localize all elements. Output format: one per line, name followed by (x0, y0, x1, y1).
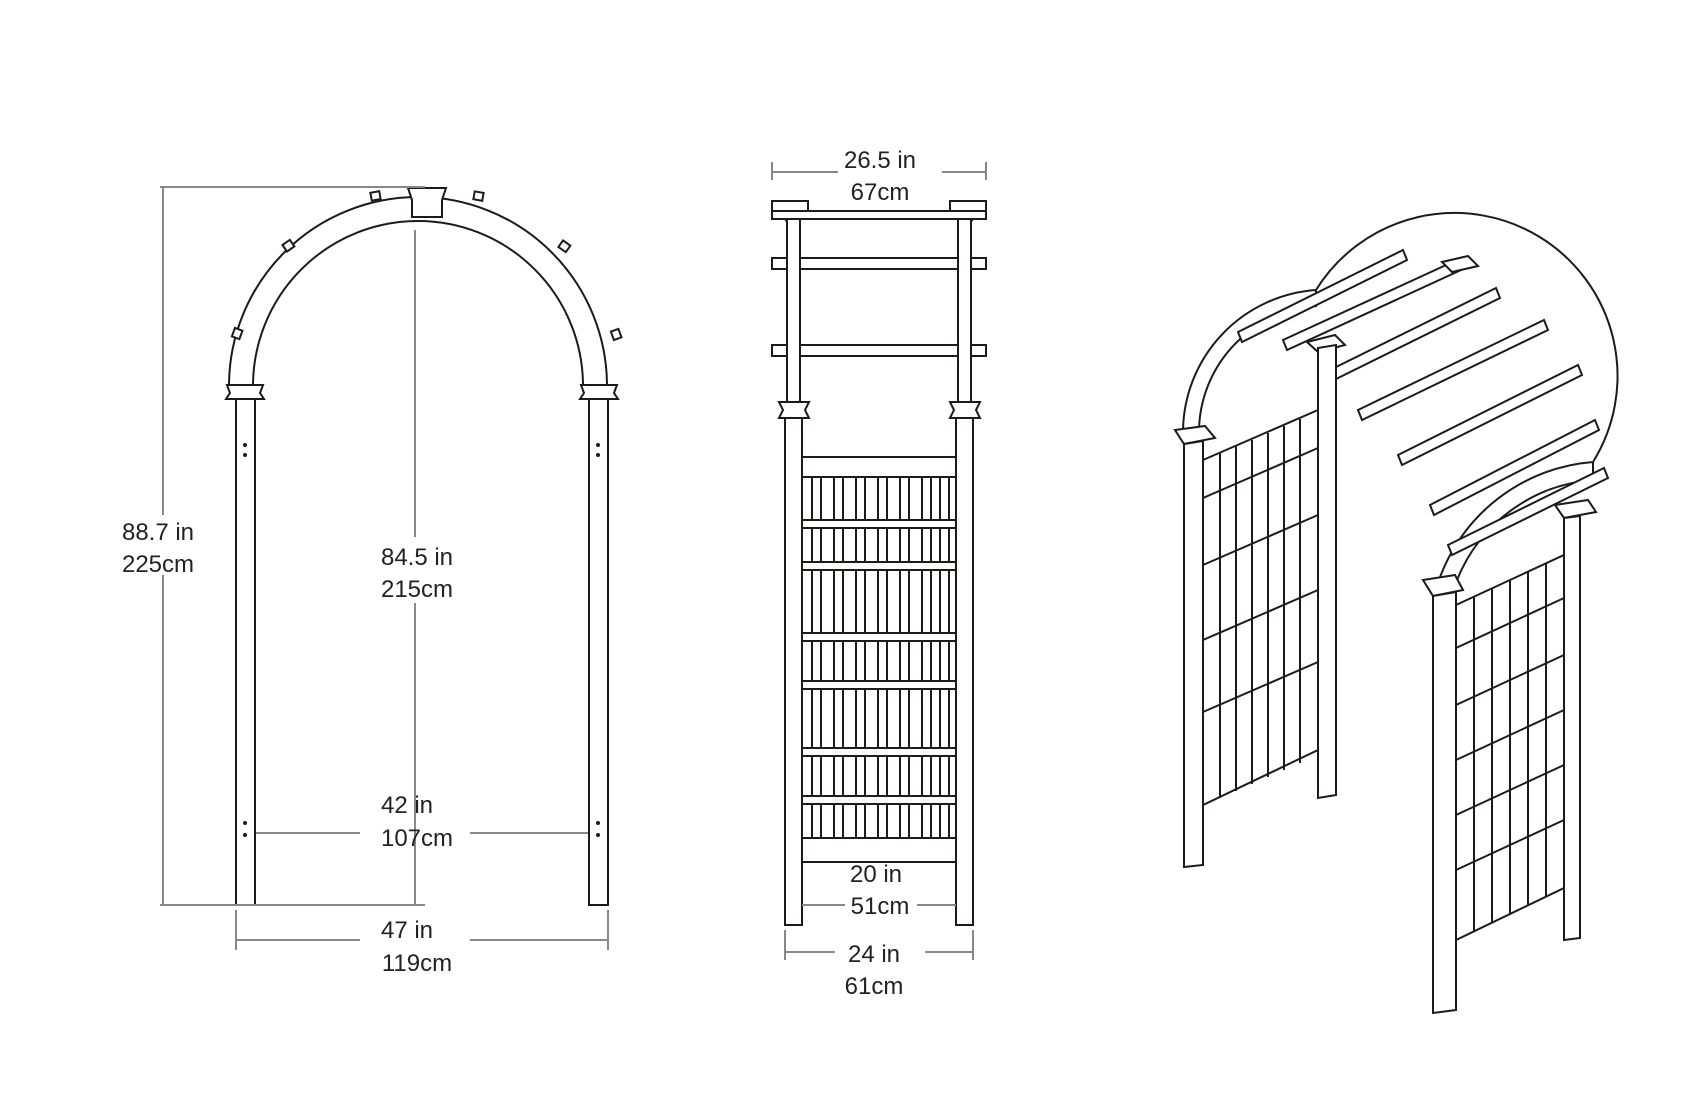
persp-roof-slats (1236, 248, 1610, 557)
front-screw-dots (243, 443, 600, 837)
side-collar-left (777, 401, 811, 419)
side-panel-horizontals (801, 519, 957, 805)
side-dimension-lines (771, 162, 987, 960)
front-left-post (235, 398, 256, 906)
side-upper-post-left (786, 218, 801, 406)
side-post-right (955, 417, 974, 926)
front-view (224, 187, 623, 906)
side-panel-top-rail (801, 456, 957, 478)
front-arch-slat-stubs (230, 190, 623, 342)
persp-post-near (1432, 590, 1457, 1015)
persp-left-panel-verticals (1219, 419, 1301, 798)
persp-cap-1 (1304, 333, 1347, 354)
side-top-beam (771, 210, 987, 220)
clear-height-cm: 215cm (381, 576, 453, 603)
persp-front-arch-left (1315, 211, 1619, 463)
persp-left-panel-horizontals (1202, 447, 1319, 713)
side-slat-2 (771, 344, 987, 357)
side-collar-right (948, 401, 982, 419)
panel-width-cm: 51cm (851, 893, 910, 920)
side-view (771, 200, 987, 926)
front-dimension-labels: 88.7 in 225cm 84.5 in 215cm 42 in 107cm … (122, 519, 453, 977)
base-depth-in: 24 in (848, 941, 900, 968)
panel-width-in: 20 in (850, 861, 902, 888)
base-depth-cm: 61cm (845, 973, 904, 1000)
front-keystone (406, 187, 448, 218)
persp-post-right (1563, 514, 1581, 942)
side-dimension-labels: 26.5 in 67cm 20 in 51cm 24 in 61cm (844, 147, 916, 1000)
front-dimension-lines (160, 186, 609, 950)
outer-width-cm: 119cm (382, 950, 452, 977)
front-right-post-cap (578, 384, 620, 400)
inner-width-in: 42 in (381, 792, 433, 819)
front-left-post-cap (224, 384, 266, 400)
total-height-cm: 225cm (122, 551, 194, 578)
front-arch (227, 196, 609, 387)
side-upper-post-right (957, 218, 972, 406)
side-top-cap-right (949, 200, 987, 212)
outer-width-in: 47 in (381, 917, 433, 944)
side-panel-bottom-rail (801, 837, 957, 863)
persp-post-cap-right-top (1553, 498, 1598, 520)
persp-post-cap-near (1421, 573, 1465, 598)
total-height-in: 88.7 in (122, 519, 194, 546)
persp-post-cap-left (1173, 424, 1217, 446)
side-top-cap-left (771, 200, 809, 212)
clear-height-in: 84.5 in (381, 544, 453, 571)
side-slat-1 (771, 257, 987, 270)
inner-width-cm: 107cm (381, 825, 453, 852)
side-post-left (784, 417, 803, 926)
persp-cap-2 (1440, 254, 1480, 274)
persp-post-left (1183, 439, 1204, 869)
persp-right-panel-verticals (1473, 563, 1547, 931)
perspective-view (1173, 211, 1619, 1015)
top-depth-in: 26.5 in (844, 147, 916, 174)
front-right-post (588, 398, 609, 906)
persp-post-mid (1317, 343, 1337, 800)
top-depth-cm: 67cm (851, 179, 910, 206)
side-panel-verticals (811, 476, 950, 839)
